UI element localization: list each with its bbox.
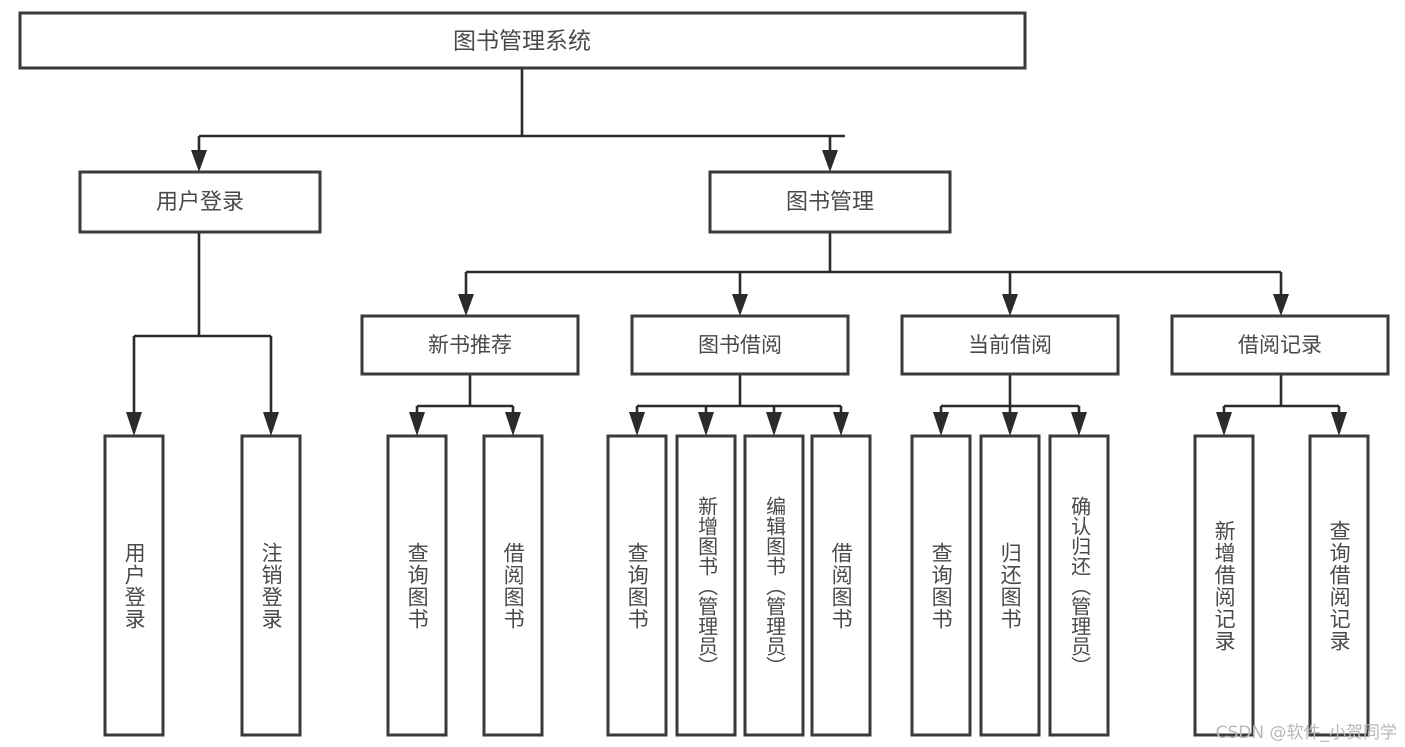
- leaf-box-current-2[interactable]: [1048, 434, 1110, 737]
- node-new-book-recommend-label: 新书推荐: [428, 333, 512, 357]
- connector-recommend-to-leaves: [409, 374, 521, 436]
- leaf-box-current-1[interactable]: [979, 434, 1041, 737]
- leaf-box-record-0[interactable]: [1193, 434, 1255, 737]
- node-user-login[interactable]: 用户登录: [78, 170, 322, 234]
- leaf-box-borrow-0[interactable]: [606, 434, 668, 737]
- node-book-management-label: 图书管理: [786, 190, 874, 215]
- leaf-box-recommend-0[interactable]: [386, 434, 448, 737]
- leaf-box-recommend-1[interactable]: [482, 434, 544, 737]
- node-root[interactable]: 图书管理系统: [18, 11, 1027, 70]
- connector-current-to-leaves: [933, 374, 1087, 436]
- leaf-box-user-login-1[interactable]: [240, 434, 302, 737]
- connector-borrow-to-leaves: [629, 374, 849, 436]
- node-root-label: 图书管理系统: [453, 29, 591, 55]
- node-user-login-label: 用户登录: [156, 190, 244, 215]
- leaf-box-user-login-0[interactable]: [103, 434, 165, 737]
- node-current-borrow-label: 当前借阅: [968, 333, 1052, 357]
- node-new-book-recommend[interactable]: 新书推荐: [360, 314, 580, 376]
- leaf-box-borrow-1[interactable]: [675, 434, 737, 737]
- connector-bookmgmt-to-level3: [458, 232, 1289, 316]
- node-borrow-record[interactable]: 借阅记录: [1170, 314, 1390, 376]
- node-book-borrow-label: 图书借阅: [698, 333, 782, 357]
- node-book-borrow[interactable]: 图书借阅: [630, 314, 850, 376]
- leaf-box-borrow-3[interactable]: [810, 434, 872, 737]
- node-current-borrow[interactable]: 当前借阅: [900, 314, 1120, 376]
- node-book-management[interactable]: 图书管理: [708, 170, 952, 234]
- connector-root-to-level2: [191, 68, 845, 172]
- connector-record-to-leaves: [1216, 374, 1347, 436]
- leaf-box-borrow-2[interactable]: [743, 434, 805, 737]
- connector-userlogin-to-leaves: [126, 232, 279, 436]
- leaf-box-current-0[interactable]: [910, 434, 972, 737]
- node-borrow-record-label: 借阅记录: [1238, 333, 1322, 357]
- leaf-box-record-1[interactable]: [1308, 434, 1370, 737]
